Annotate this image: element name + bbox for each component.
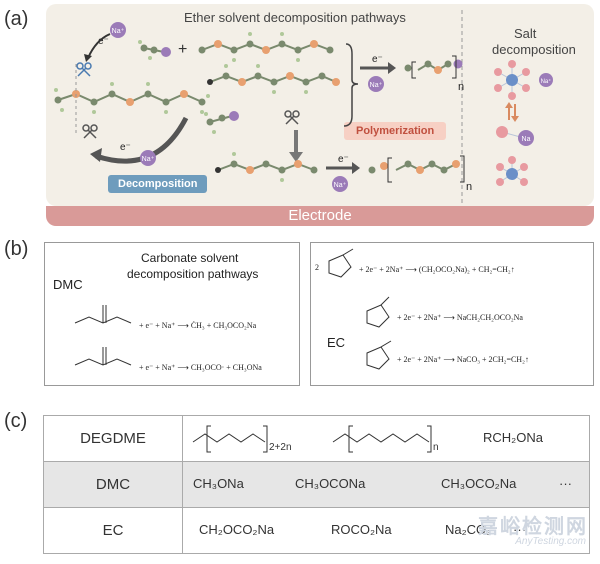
arrowhead-top [84, 54, 92, 62]
ec-reaction-1: + 2e⁻ + 2Na⁺ ⟶ (CH₂OCO₂Na)₂ + CH₂=CH₂↑ [359, 265, 515, 274]
bracket [343, 43, 359, 127]
fragment-small-na [204, 111, 239, 134]
fragment-lower-chain [215, 152, 318, 182]
scissors-icon [76, 62, 92, 77]
electron-arrow-top [87, 33, 111, 59]
sodium-ion-decomp [140, 150, 156, 166]
arrowhead-reaction-bottom [352, 162, 360, 174]
degdme-product-rch2ona: RCH₂ONa [483, 430, 543, 445]
degdme-products: 2+2n n RCH₂ONa [182, 415, 590, 462]
sodium-ion-top [110, 22, 126, 38]
scissors-icon [82, 124, 98, 139]
ether-molecule-main [54, 82, 210, 114]
ec-ring-3 [366, 340, 392, 370]
row-name-degdme: DEGDME [43, 415, 183, 462]
dmc-structures [74, 305, 132, 366]
salt-title-line2: decomposition [492, 42, 576, 57]
degdme-structure-1 [192, 425, 268, 453]
panel-a-label: (a) [4, 8, 29, 30]
ether-decomposition-panel [46, 4, 594, 206]
naf-na-label: Na [522, 136, 531, 143]
table-row: DEGDME 2+2n n RCH₂ONa [43, 415, 590, 462]
degdme-n: n [433, 442, 439, 453]
degdme-structures [192, 425, 432, 453]
row-name-dmc: DMC [43, 461, 183, 508]
sodium-ion-right-label: Na⁺ [370, 82, 383, 89]
carbonate-title-line1: Carbonate solvent [141, 251, 239, 265]
panel-a: Electrode Ether solvent decomposition pa… [46, 4, 594, 226]
decomposition-arrowhead [90, 148, 102, 162]
pf5-molecule [496, 156, 528, 186]
dmc-label: DMC [53, 277, 83, 292]
dmc-product-3: CH₃OCO₂Na [441, 476, 517, 491]
ec-product-3: Na₂CO₃ [445, 522, 492, 537]
dmc-reaction-1: + e⁻ + Na⁺ ⟶ ĊH₃ + CH₃OCO₂Na [139, 321, 257, 330]
ec-coefficient: 2 [315, 263, 319, 272]
dmc-reaction-2: + e⁻ + Na⁺ ⟶ CH₃OCO· + CH₃ONa [139, 363, 262, 372]
naf-molecule [496, 126, 534, 146]
ec-reaction-2: + 2e⁻ + 2Na⁺ ⟶ NaCH₂CH₂OCO₂Na [397, 313, 523, 322]
degdme-structure-2 [332, 425, 432, 453]
fragment-middle-chain [207, 64, 340, 94]
ec-product-2: ROCO₂Na [331, 522, 392, 537]
electrode-bar: Electrode [46, 206, 594, 226]
ec-ring-1 [328, 248, 354, 278]
panel-c-label: (c) [4, 410, 28, 432]
electron-label-bottom-right: e⁻ [338, 154, 349, 165]
down-arrowhead [289, 152, 303, 162]
fragment-top-chain [198, 32, 334, 62]
ec-reaction-3: + 2e⁻ + 2Na⁺ ⟶ NaCO₃ + 2CH₂=CH₂↑ [397, 355, 529, 364]
ether-pathways-title: Ether solvent decomposition pathways [184, 10, 406, 25]
dmc-product-2: CH₃OCONa [295, 476, 366, 491]
scissors-icon [284, 110, 300, 125]
ec-product-1: CH₂OCO₂Na [199, 522, 275, 537]
dmc-product-1: CH₃ONa [193, 476, 244, 491]
dmc-product-more: ··· [559, 476, 572, 491]
polymer-n-bottom: n [466, 181, 472, 193]
carbonate-title-line2: decomposition pathways [127, 267, 259, 281]
salt-sodium-ion-label: Na⁺ [541, 78, 552, 85]
polymer-product-bottom [368, 155, 465, 183]
polymer-product-top [404, 55, 463, 79]
fragment-top [138, 40, 171, 60]
dmc-structure-2 [74, 347, 132, 366]
salt-sodium-ion [539, 73, 553, 87]
sodium-ion-bottom-label: Na⁺ [334, 182, 347, 189]
electron-label-decomp: e⁻ [120, 142, 131, 153]
ec-box: 2 + 2e⁻ + 2Na⁺ ⟶ (CH₂OCO₂Na)₂ + CH₂=CH₂↑… [310, 242, 594, 386]
table-row: DMC CH₃ONa CH₃OCONa CH₃OCO₂Na ··· [43, 461, 590, 508]
sodium-ion-right [368, 76, 384, 92]
dmc-structure-1 [74, 305, 132, 324]
carbonate-dmc-box: Carbonate solvent decomposition pathways… [44, 242, 300, 386]
sodium-ion-top-label: Na⁺ [112, 28, 125, 35]
degdme-subscript: 2+2n [269, 442, 292, 453]
sodium-ion-bottom [332, 176, 348, 192]
watermark-en: AnyTesting.com [515, 536, 586, 547]
ec-label: EC [327, 335, 346, 350]
ec-product-more: ··· [513, 522, 526, 537]
ec-structures [328, 248, 392, 370]
arrowhead-reaction-top [388, 62, 396, 74]
watermark-cn: 嘉峪检测网 [478, 516, 588, 538]
electron-label-top-right: e⁻ [372, 54, 383, 65]
equilibrium-arrows-icon [505, 102, 519, 122]
ether-diagram-svg: Na⁺ e⁻ [54, 10, 553, 204]
decomposition-label: Decomposition [108, 175, 208, 193]
ec-products: CH₂OCO₂Na ROCO₂Na Na₂CO₃ ··· [182, 507, 590, 554]
sodium-ion-decomp-label: Na⁺ [142, 156, 155, 163]
panel-b-label: (b) [4, 238, 29, 260]
products-table: DEGDME 2+2n n RCH₂ONa [43, 415, 590, 554]
dmc-products: CH₃ONa CH₃OCONa CH₃OCO₂Na ··· [182, 461, 590, 508]
polymer-n-top: n [458, 81, 464, 93]
polymerization-label: Polymerization [344, 122, 447, 140]
electron-top-label: e⁻ [98, 36, 109, 47]
plus-sign: + [178, 41, 187, 58]
table-row: EC CH₂OCO₂Na ROCO₂Na Na₂CO₃ ··· [43, 507, 590, 554]
salt-pf6-molecule [494, 60, 530, 100]
ec-ring-2 [366, 296, 390, 328]
row-name-ec: EC [43, 507, 183, 554]
salt-title-line1: Salt [514, 26, 537, 41]
